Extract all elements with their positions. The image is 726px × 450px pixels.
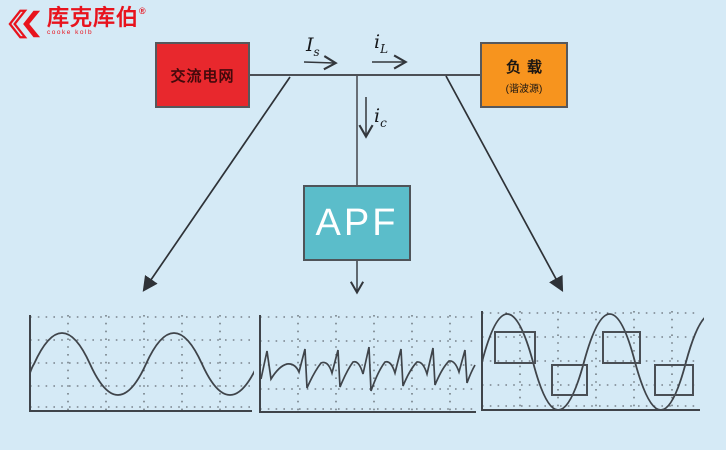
brand-name: 库克库伯 <box>47 5 140 30</box>
brand-logo: 库克库伯® cooke kolb <box>8 7 146 39</box>
apf-box: APF <box>303 185 411 261</box>
scope-panel-grid-current <box>29 315 254 412</box>
scope-pointer-arrows <box>142 75 564 295</box>
source-current-arrow <box>303 55 338 71</box>
arrow-to-grid-waveform <box>142 76 291 292</box>
scope-grid-dots <box>30 315 252 411</box>
compensation-current-label: ic <box>374 105 387 130</box>
load-current-label: iL <box>374 31 389 56</box>
scope-axes <box>481 311 700 411</box>
scope-axes <box>259 315 476 413</box>
arrow-to-load-waveform <box>445 75 564 293</box>
brand-tagline: cooke kolb <box>47 29 94 36</box>
sine-component-waveform <box>481 313 704 411</box>
registered-trademark-symbol: ® <box>139 6 146 16</box>
sine-waveform <box>29 332 254 396</box>
ac-grid-box: 交流电网 <box>155 42 250 108</box>
ac-grid-label: 交流电网 <box>170 67 235 85</box>
square-wave-pulses <box>494 331 694 396</box>
double-k-logo-icon <box>8 9 41 39</box>
scope-panel-load-current <box>481 311 704 411</box>
spiky-waveform <box>260 346 476 392</box>
scope-axes <box>29 315 252 412</box>
current-arrows <box>303 54 408 139</box>
source-current-label: Is <box>306 34 320 59</box>
load-label: 负载 <box>505 58 548 76</box>
scope-panel-compensation-current <box>259 315 476 413</box>
load-box: 负载 (谐波源) <box>480 42 568 108</box>
apf-label: APF <box>315 201 399 244</box>
harmonic-source-sublabel: (谐波源) <box>505 83 543 95</box>
scope-grid-dots <box>260 315 476 412</box>
power-bus-lines <box>250 74 480 185</box>
